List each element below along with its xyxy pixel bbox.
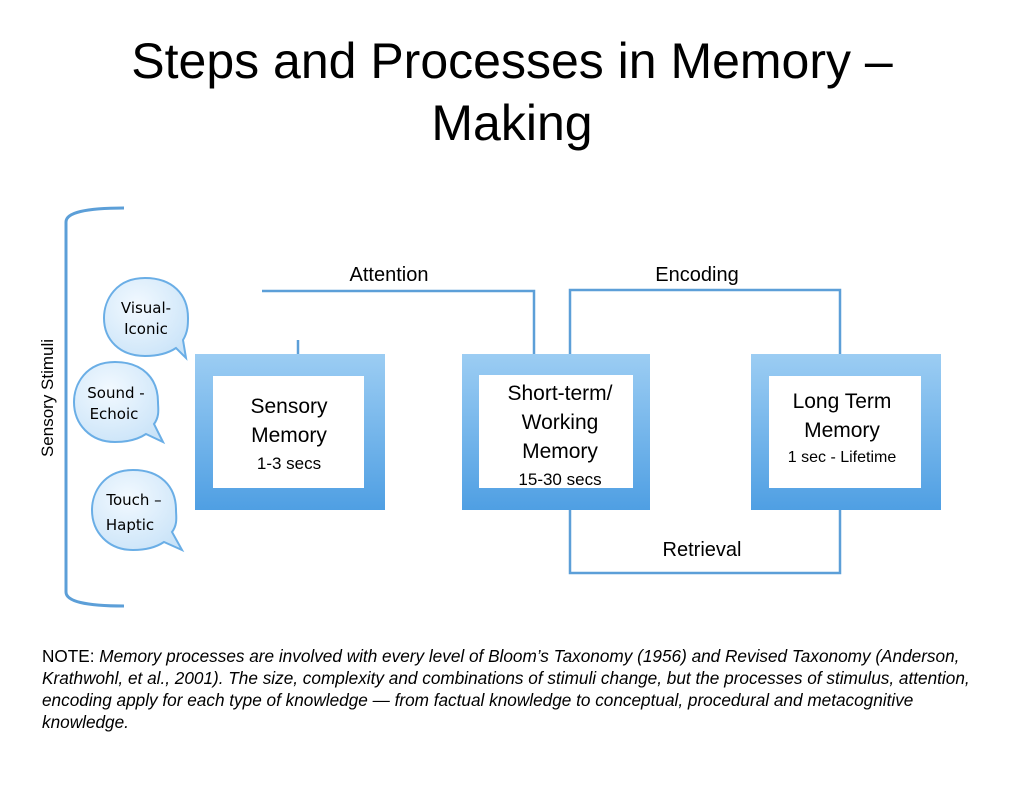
short-term-memory-box: Short-term/ Working Memory 15-30 secs	[462, 354, 650, 510]
process-connectors	[262, 288, 842, 575]
long-term-duration: 1 sec - Lifetime	[788, 449, 897, 466]
title-line-2: Making	[431, 95, 593, 151]
long-term-line-2: Memory	[804, 419, 880, 442]
encoding-label: Encoding	[655, 264, 738, 286]
page-title: Steps and Processes in Memory – Making	[0, 30, 1024, 154]
sensory-memory-line-2: Memory	[251, 424, 327, 447]
short-term-line-3: Memory	[522, 440, 598, 463]
footnote-text: Memory processes are involved with every…	[42, 646, 970, 732]
bubble-sound-line-1: Sound -	[87, 384, 144, 402]
bubble-sound-line-2: Echoic	[90, 405, 139, 423]
sensory-memory-line-1: Sensory	[250, 395, 328, 418]
sensory-memory-box: Sensory Memory 1-3 secs	[195, 354, 385, 510]
bubble-touch-haptic: Touch – Haptic	[90, 468, 185, 553]
bubble-visual-iconic: Visual- Iconic	[102, 276, 190, 361]
title-line-1: Steps and Processes in Memory –	[131, 33, 893, 89]
short-term-line-1: Short-term/	[507, 382, 612, 405]
long-term-line-1: Long Term	[793, 390, 892, 413]
sensory-stimuli-label: Sensory Stimuli	[38, 339, 57, 457]
retrieval-connector	[568, 510, 842, 575]
attention-connector	[262, 289, 536, 354]
bubble-visual-line-2: Iconic	[124, 320, 168, 338]
short-term-line-2: Working	[522, 411, 599, 434]
bubble-touch-line-1: Touch –	[105, 491, 161, 509]
bubble-touch-line-2: Haptic	[106, 516, 154, 534]
footnote: NOTE: Memory processes are involved with…	[42, 645, 992, 733]
encoding-connector	[568, 288, 842, 354]
short-term-duration: 15-30 secs	[518, 470, 601, 489]
sensory-memory-duration: 1-3 secs	[257, 454, 321, 473]
footnote-prefix: NOTE:	[42, 646, 100, 666]
sensory-bracket	[64, 206, 125, 608]
bubble-visual-line-1: Visual-	[121, 299, 171, 317]
retrieval-label: Retrieval	[663, 539, 742, 561]
attention-label: Attention	[350, 264, 429, 286]
bubble-sound-echoic: Sound - Echoic	[72, 360, 166, 445]
long-term-memory-box: Long Term Memory 1 sec - Lifetime	[751, 354, 941, 510]
